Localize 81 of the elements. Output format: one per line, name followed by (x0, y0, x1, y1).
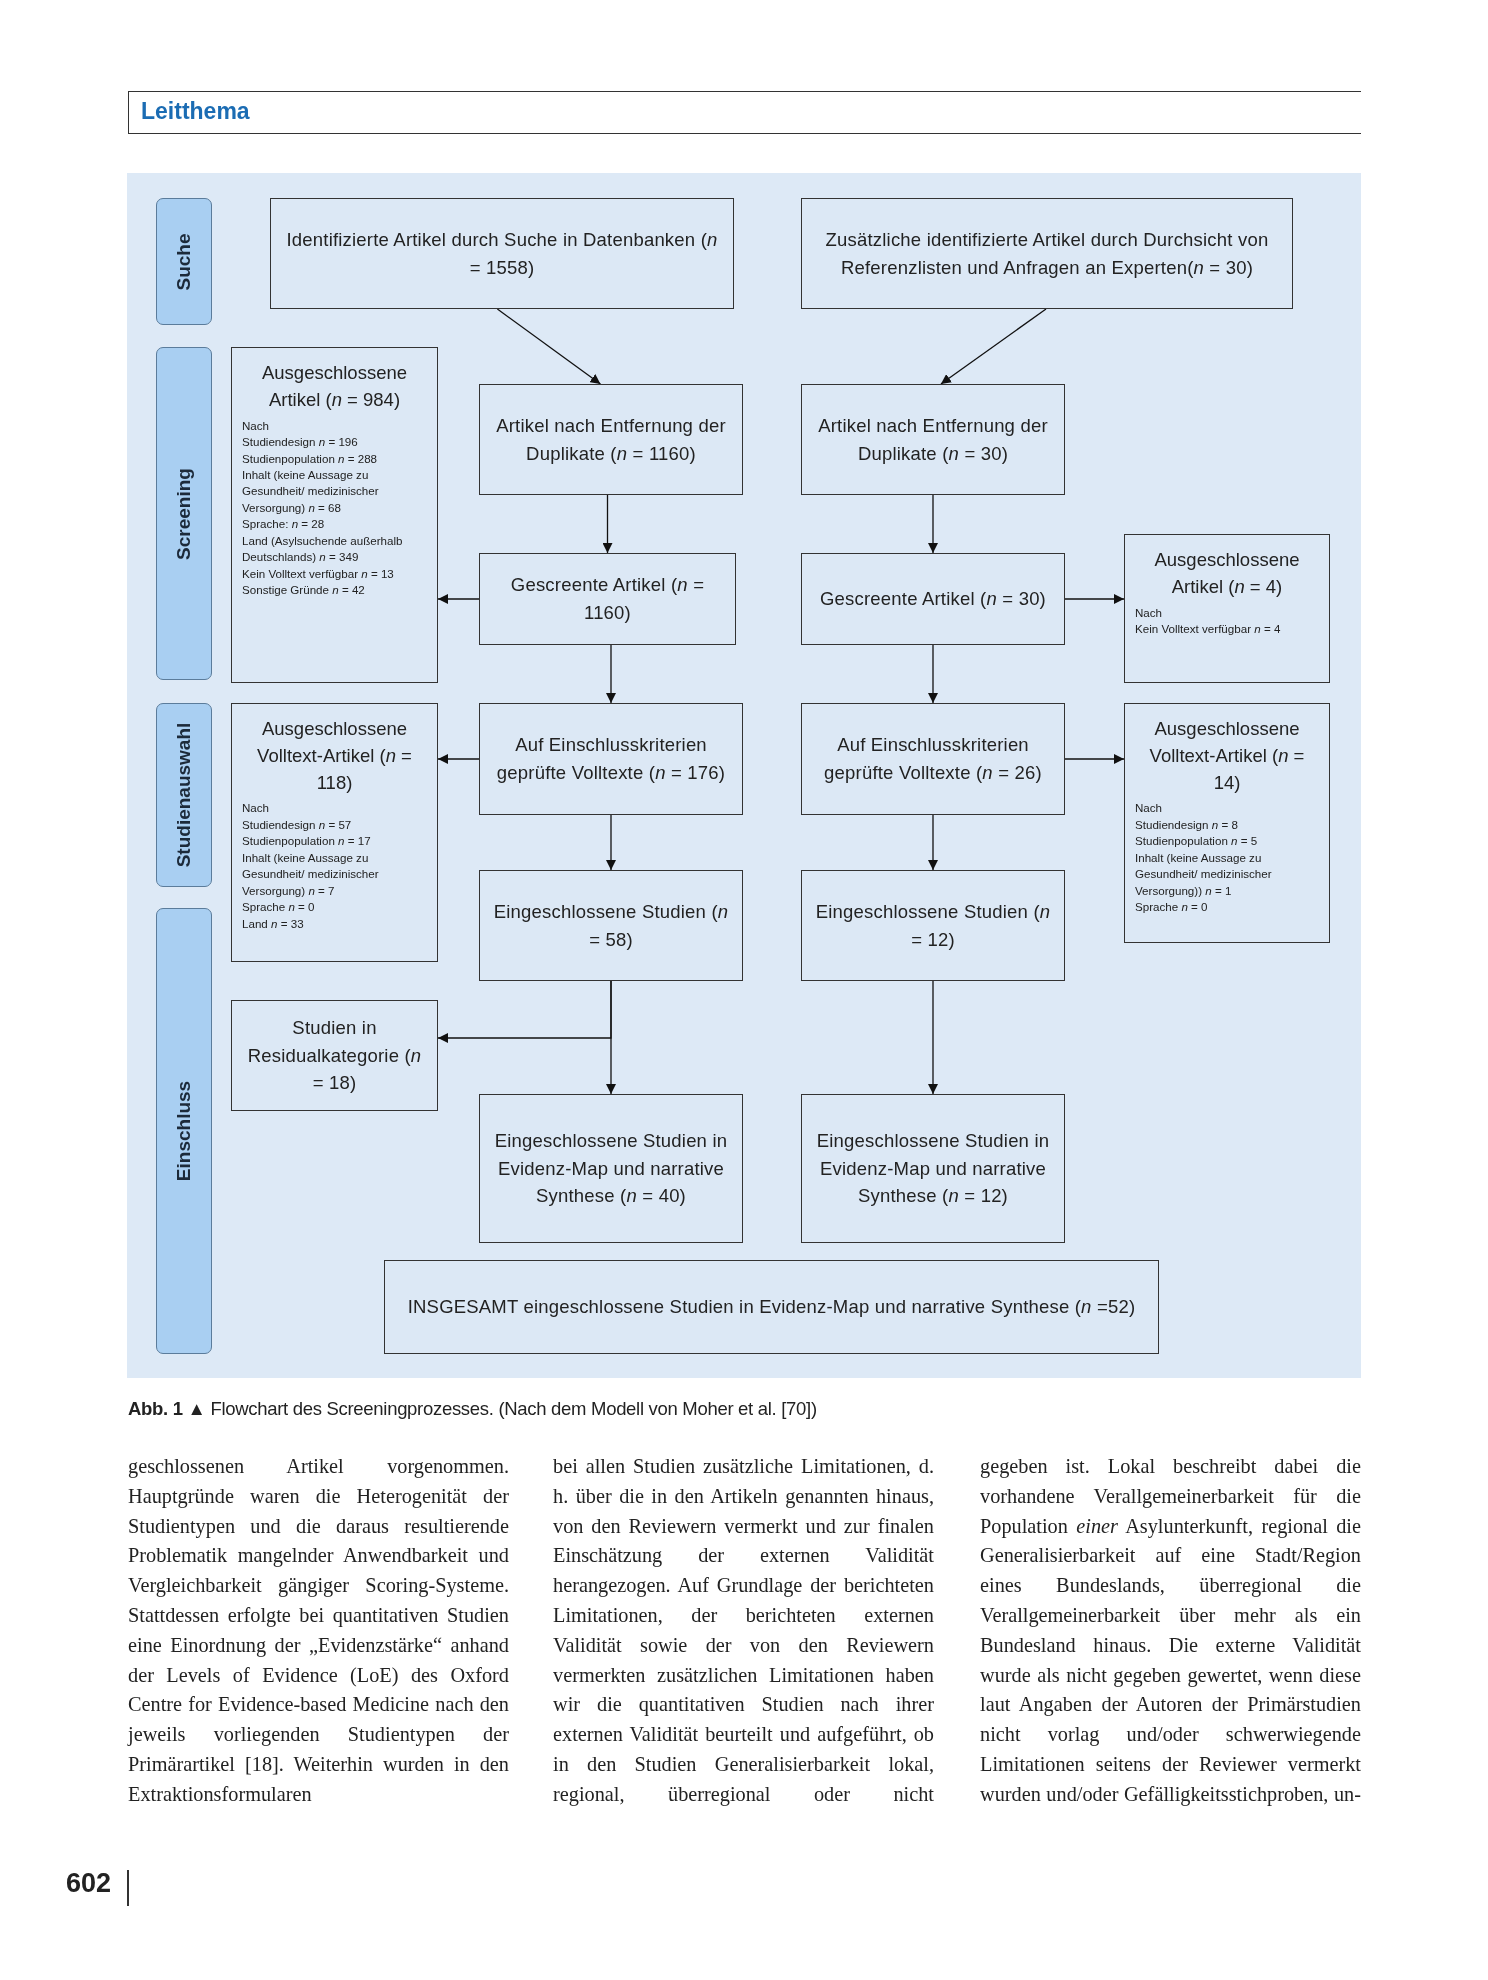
arrow (1064, 594, 1125, 604)
phase-label: Screening (173, 467, 195, 560)
process-box (801, 553, 1065, 645)
phase-band (156, 198, 212, 325)
exclusion-reason: Sprache: n = 28 (242, 516, 326, 533)
exclusion-box (231, 703, 438, 962)
box-text: Zusätzliche identifizierte Artikel durch Durchsicht von Referenzlisten und Anfragen an Experten(n = 30) (824, 227, 1270, 280)
process-box (801, 384, 1065, 495)
box-heading: Ausgeschlossene Artikel (n = 984) (261, 361, 408, 412)
process-box (231, 1000, 438, 1111)
arrow (606, 980, 616, 1095)
figure-caption: Abb. 1 ▲ Flowchart des Screeningprozesses. (Nach dem Modell von Moher et al. [70]) (128, 1398, 817, 1420)
arrow (1064, 754, 1125, 764)
arrow (606, 814, 616, 871)
box-text: Artikel nach Entfernung der Duplikate (n = 1160) (495, 413, 727, 466)
arrow (928, 814, 938, 871)
box-text: Artikel nach Entfernung der Duplikate (n = 30) (817, 413, 1049, 466)
box-text: Identifizierte Artikel durch Suche in Datenbanken (n = 1558) (285, 227, 719, 280)
exclusion-reason: Studienpopulation n = 288 (242, 450, 379, 467)
box-text: Eingeschlossene Studien (n = 12) (814, 899, 1052, 952)
exclusion-reason: Nach (1135, 800, 1164, 817)
box-heading: Ausgeschlossene Volltext-Artikel (n = 118) (256, 717, 413, 795)
phase-band (156, 703, 212, 887)
arrow (928, 980, 938, 1095)
box-text: Auf Einschlusskriterien geprüfte Volltexte (n = 176) (495, 733, 727, 785)
arrow (437, 594, 480, 604)
phase-band (156, 908, 212, 1354)
exclusion-reason: Studiendesign n = 57 (242, 816, 353, 833)
exclusion-reason: Kein Volltext verfügbar n = 4 (1135, 621, 1282, 638)
arrow (928, 644, 938, 704)
exclusion-reason: Sonstige Gründe n = 42 (242, 582, 366, 599)
box-heading: Ausgeschlossene Artikel (n = 4) (1153, 548, 1301, 599)
arrow (928, 494, 938, 554)
exclusion-box (1124, 534, 1330, 683)
box-heading: Ausgeschlossene Volltext-Artikel (n = 14) (1148, 717, 1306, 795)
process-box (479, 1094, 743, 1243)
exclusion-box (231, 347, 438, 683)
process-box (801, 703, 1065, 815)
process-box (479, 553, 736, 645)
box-text: Eingeschlossene Studien (n = 58) (492, 899, 730, 952)
box-text: Gescreente Artikel (n = 1160) (509, 573, 706, 625)
arrow (602, 494, 613, 554)
process-box (479, 384, 743, 495)
process-box (270, 198, 734, 309)
exclusion-box (1124, 703, 1330, 943)
process-box (479, 870, 743, 981)
exclusion-reason: Studienpopulation n = 17 (242, 833, 372, 850)
box-text: Gescreente Artikel (n = 30) (820, 587, 1046, 612)
arrow (940, 308, 1047, 385)
exclusion-reason: Kein Volltext verfügbar n = 13 (242, 565, 395, 582)
process-box (801, 198, 1293, 309)
box-text: INSGESAMT eingeschlossene Studien in Evidenz-Map und narrative Synthese (n =52) (407, 1295, 1136, 1320)
box-text: Studien in Residualkategorie (n = 18) (246, 1015, 423, 1096)
exclusion-reason: Nach (1135, 604, 1164, 621)
body-text: bei allen Studien zusätzliche Limitationen, d. h. über die in den Artikeln genannten hinaus, von den Reviewern vermerkt und zur finalen Einschätzung der externen Validität herangezogen. Auf Grundlage der berichteten Limitationen, der berichteten externen Validität sowie der von den Reviewern vermerkten zusätzlichen Limitationen haben wir die quantitativen Studien nach ihrer externen Validität beurteilt und aufgeführt, ob in den Studien Generalisierbarkeit lokal, regional, überregional oder nicht (553, 1454, 934, 1808)
exclusion-reason: Land n = 33 (242, 915, 305, 932)
page-number: 602 (66, 1868, 112, 1899)
phase-label: Studienauswahl (173, 722, 195, 868)
box-text: Eingeschlossene Studien in Evidenz-Map und narrative Synthese (n = 12) (815, 1128, 1051, 1209)
exclusion-reason: Sprache n = 0 (242, 899, 316, 916)
box-text: Eingeschlossene Studien in Evidenz-Map und narrative Synthese (n = 40) (493, 1128, 729, 1209)
phase-label: Einschluss (173, 1080, 195, 1182)
process-box (801, 1094, 1065, 1243)
exclusion-reason: Studienpopulation n = 5 (1135, 833, 1259, 850)
process-box (479, 703, 743, 815)
box-text: Auf Einschlusskriterien geprüfte Volltexte (n = 26) (823, 733, 1043, 785)
arrow (606, 644, 616, 704)
exclusion-reason: Sprache n = 0 (1135, 899, 1209, 916)
process-box (384, 1260, 1159, 1354)
exclusion-reason: Studiendesign n = 196 (242, 434, 359, 451)
exclusion-reason: Nach (242, 800, 271, 817)
phase-label: Suche (173, 233, 195, 290)
exclusion-reason: Studiendesign n = 8 (1135, 816, 1239, 833)
body-text: geschlossenen Artikel vorgenommen. Hauptgründe waren die Heterogenität der Studientypen und die daraus resultierende Problematik mangelnder Anwendbarkeit und Vergleichbarkeit gängiger Scoring-Systeme. Stattdessen erfolgte bei quantitativen Studien eine Einordnung der „Evidenzstärke“ anhand der Levels of Evidence (LoE) des Oxford Centre for Evidence-based Medicine nach den jeweils vorliegenden Studientypen der Primärartikel [18]. Weiterhin wurden in den Extraktionsformularen (128, 1454, 509, 1807)
arrow (496, 308, 602, 385)
exclusion-reason: Nach (242, 417, 271, 434)
phase-band (156, 347, 212, 680)
body-text: gegeben ist. Lokal beschreibt dabei die vorhandene Verallgemeinerbarkeit für die Population einer Asylunterkunft, regional die Generalisierbarkeit auf eine Stadt/Region eines Bundeslands, überregional die Verallgemeinerbarkeit über mehr als ein Bundesland hinaus. Die externe Validität wurde als nicht gegeben gewertet, wenn diese laut Angaben der Autoren der Primärstudien nicht vorlag und/oder schwerwiegende Limitationen seitens der Reviewer vermerkt wurden und/oder Gefälligkeitsstichproben, un- (980, 1454, 1361, 1808)
section-heading: Leitthema (128, 91, 1361, 134)
process-box (801, 870, 1065, 981)
arrow (437, 754, 480, 764)
